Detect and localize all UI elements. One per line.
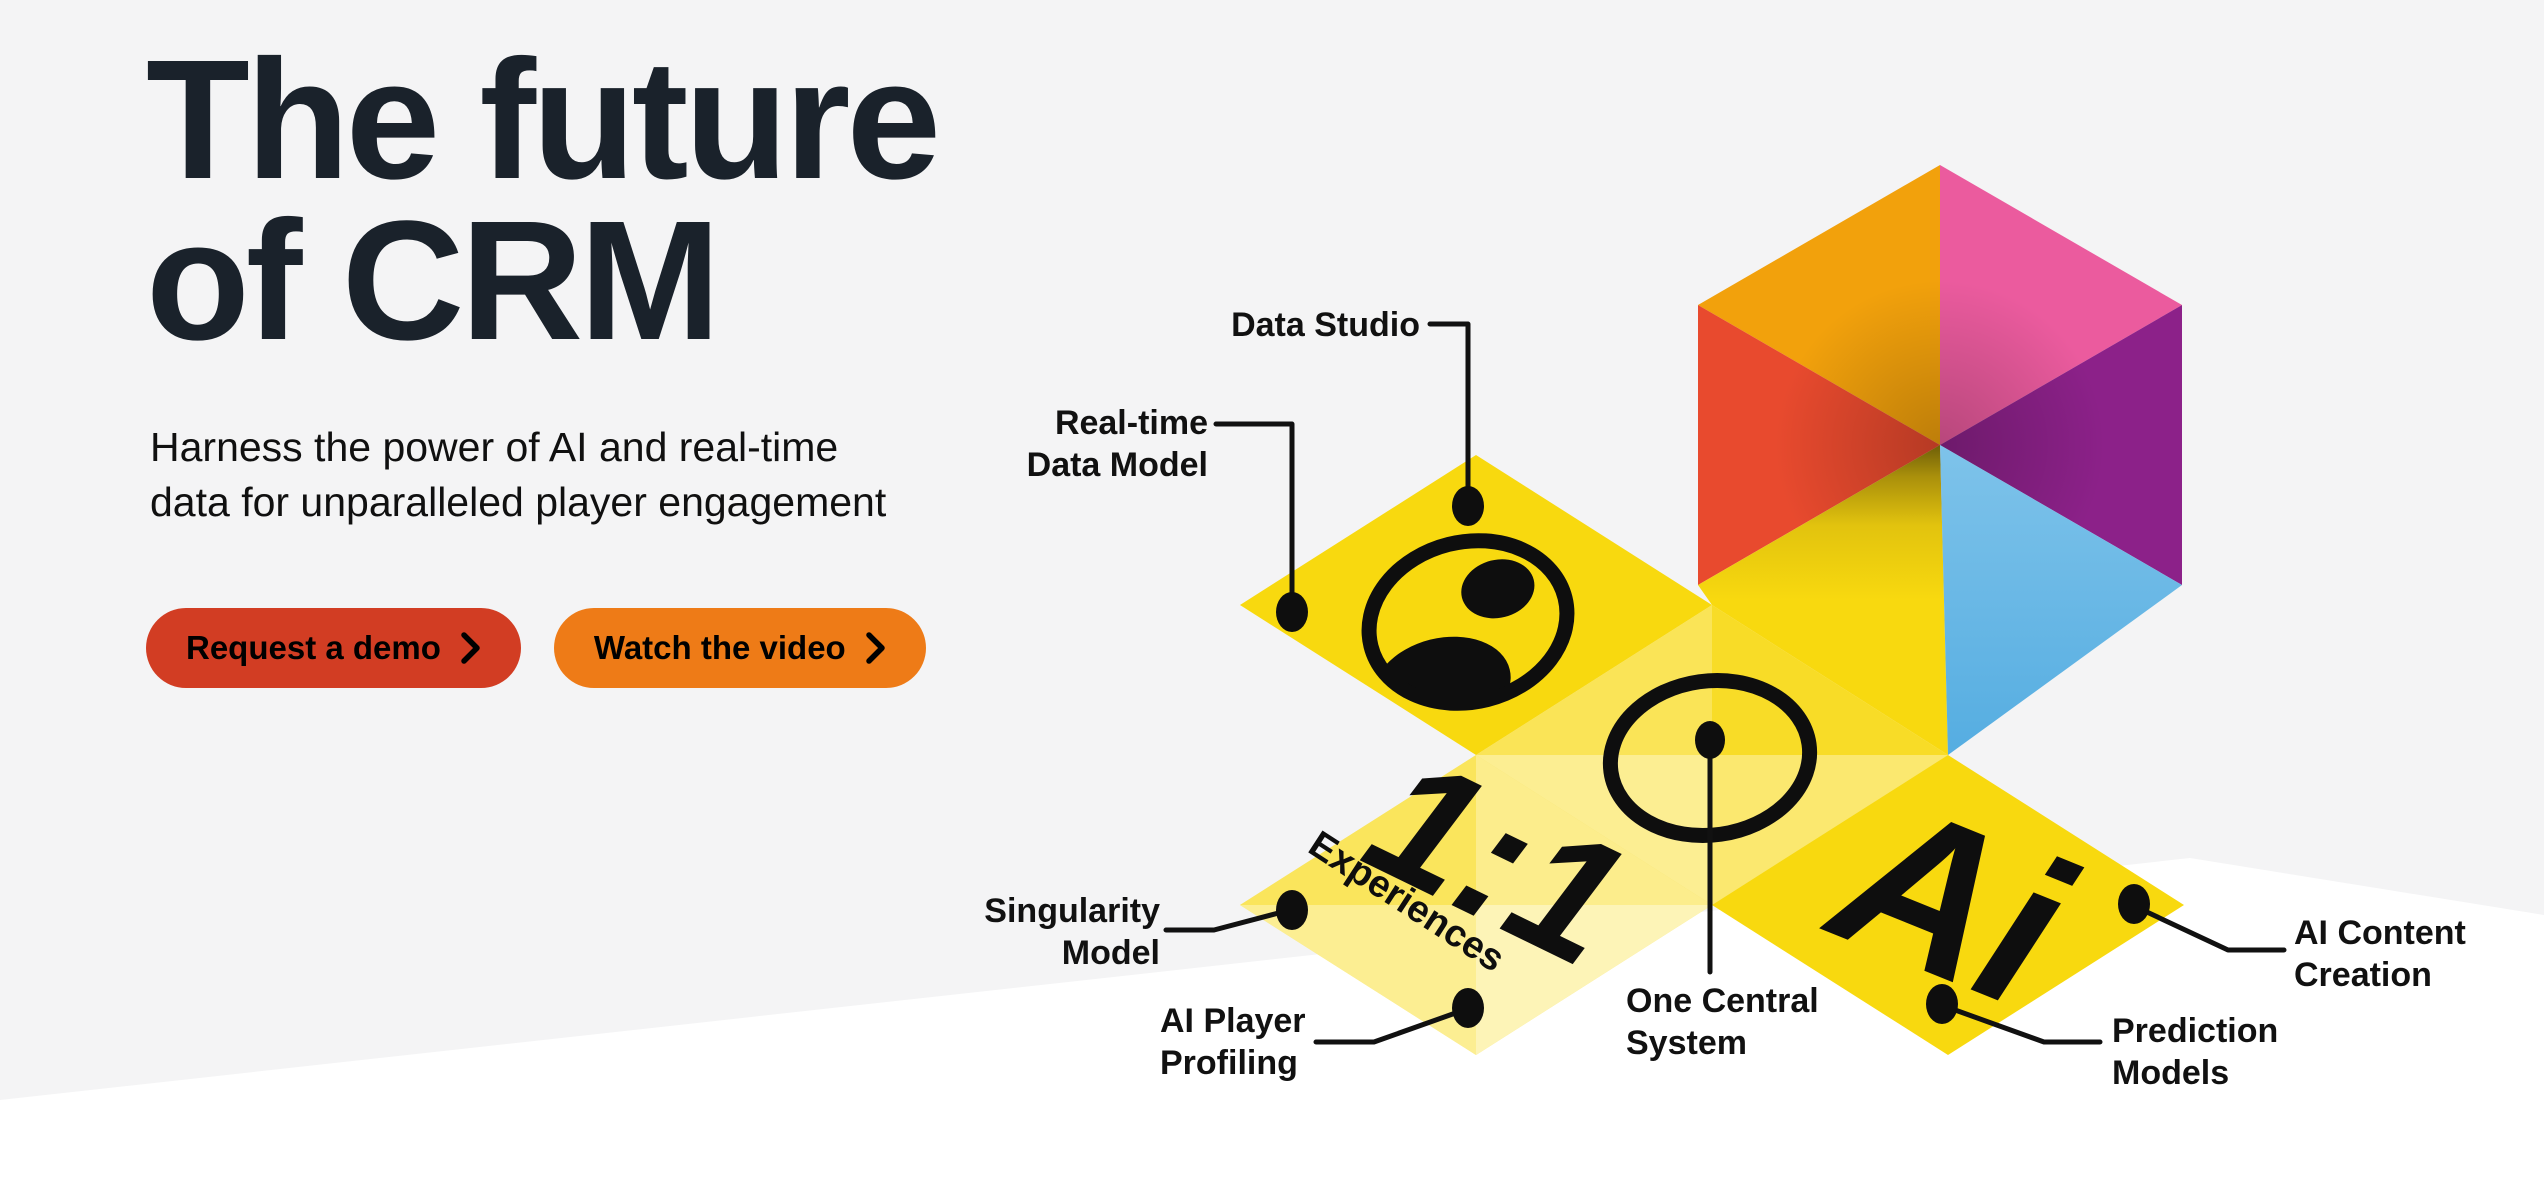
connector-prediction [1941, 1003, 2103, 1045]
hero-subtitle-line2: data for unparalleled player engagement [150, 479, 887, 525]
chevron-right-icon [865, 632, 885, 664]
label-ai-player-profiling: AI Player Profiling [1160, 1002, 1306, 1082]
hero-copy: The future of CRM [146, 25, 941, 376]
label-data-studio: Data Studio [1231, 306, 1420, 344]
page-title-line2: of CRM [146, 186, 721, 376]
connector-singularity [1163, 907, 1293, 933]
svg-text:Data Model: Data Model [1027, 446, 1208, 484]
dot-singularity [1276, 890, 1308, 930]
svg-text:Real-time: Real-time [1055, 404, 1208, 442]
watch-video-button[interactable]: Watch the video [553, 608, 926, 688]
callout-connectors [1163, 321, 2287, 1045]
hero-subtitle-line1: Harness the power of AI and real-time [150, 424, 839, 470]
dot-prediction [1926, 984, 1958, 1024]
svg-text:One Central: One Central [1626, 982, 1819, 1020]
cta-button-row: Request a demo Watch the video [146, 608, 926, 688]
connector-player [1313, 1007, 1467, 1045]
dot-data-studio [1452, 486, 1484, 526]
connector-realtime [1213, 421, 1295, 609]
svg-text:AI Player: AI Player [1160, 1002, 1306, 1040]
svg-text:Creation: Creation [2294, 956, 2432, 994]
connector-data-studio [1427, 321, 1471, 503]
svg-text:System: System [1626, 1024, 1747, 1062]
request-demo-label: Request a demo [186, 629, 441, 666]
svg-text:Profiling: Profiling [1160, 1044, 1298, 1082]
floor-tiles [1240, 455, 2184, 1055]
svg-text:Singularity: Singularity [984, 892, 1160, 930]
label-one-central-system: One Central System [1626, 982, 1819, 1062]
request-demo-button[interactable]: Request a demo [146, 608, 521, 688]
label-singularity-model: Singularity Model [984, 892, 1160, 972]
cube-face-blue-extended [1940, 445, 2182, 755]
page-title: The future of CRM [146, 25, 941, 376]
label-prediction-models: Prediction Models [2112, 1012, 2278, 1092]
dot-ai-content [2118, 884, 2150, 924]
connector-ai-content [2131, 903, 2287, 953]
dot-realtime [1276, 592, 1308, 632]
svg-text:AI Content: AI Content [2294, 914, 2466, 952]
tile-experiences [1240, 755, 1712, 1055]
hero-subtitle: Harness the power of AI and real-time da… [150, 420, 886, 530]
dot-player [1452, 988, 1484, 1028]
dot-one-central [1695, 721, 1725, 759]
chevron-right-icon [461, 632, 480, 664]
label-ai-content-creation: AI Content Creation [2294, 914, 2466, 994]
svg-text:Model: Model [1062, 934, 1160, 972]
callout-labels: Data Studio Real-time Data Model Singula… [984, 306, 2466, 1092]
tile-ai [1712, 755, 2184, 1055]
svg-text:Prediction: Prediction [2112, 1012, 2278, 1050]
label-realtime-data-model: Real-time Data Model [1027, 404, 1208, 484]
target-dot-icon [1602, 672, 1818, 844]
page-title-line1: The future [146, 25, 941, 215]
yellow-column-face [1698, 445, 1948, 755]
watch-video-label: Watch the video [593, 629, 846, 666]
svg-text:Models: Models [2112, 1054, 2229, 1092]
callout-dots [1276, 486, 2150, 1028]
